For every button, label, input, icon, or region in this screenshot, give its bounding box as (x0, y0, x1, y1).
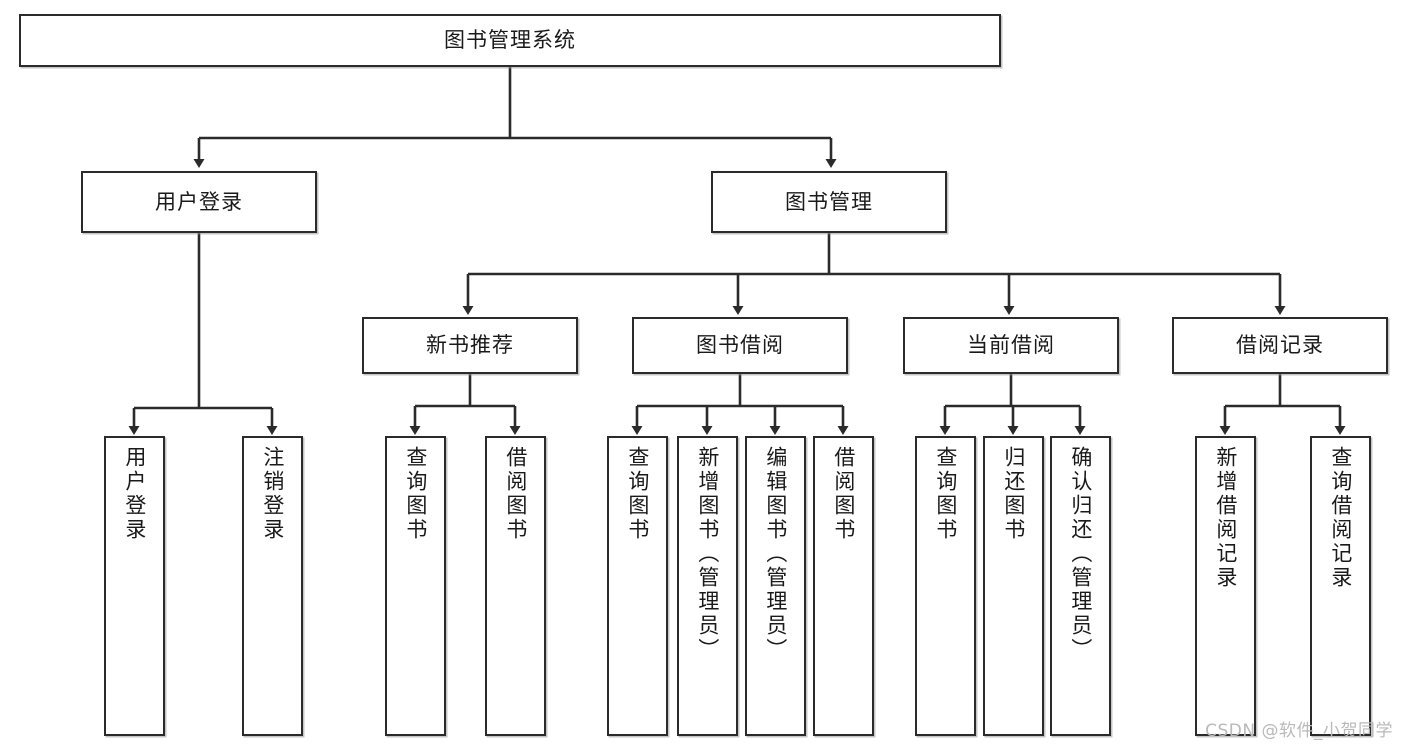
node-new-book-recommend-label: 新书推荐 (426, 333, 514, 358)
leaf-confirm-return-admin-label: 确认归还（管理员） (1068, 446, 1093, 662)
leaf-logout[interactable]: 注销登录 (242, 436, 303, 736)
node-book-borrow-label: 图书借阅 (696, 333, 784, 358)
leaf-query-book-recommend[interactable]: 查询图书 (385, 436, 446, 736)
node-borrow-records-label: 借阅记录 (1236, 333, 1324, 358)
leaf-query-borrow-record-label: 查询借阅记录 (1328, 446, 1353, 590)
csdn-watermark: CSDN @软件_小贺同学 (1205, 721, 1393, 741)
leaf-query-book-current[interactable]: 查询图书 (915, 436, 976, 736)
node-current-borrow[interactable]: 当前借阅 (903, 317, 1119, 374)
leaf-query-book-borrow-label: 查询图书 (625, 446, 650, 542)
leaf-add-borrow-record-label: 新增借阅记录 (1213, 446, 1238, 590)
leaf-borrow-book-recommend-label: 借阅图书 (503, 446, 528, 542)
node-user-login-label: 用户登录 (155, 189, 243, 214)
node-current-borrow-label: 当前借阅 (967, 333, 1055, 358)
leaf-add-borrow-record[interactable]: 新增借阅记录 (1195, 436, 1256, 736)
leaf-user-login-label: 用户登录 (122, 446, 147, 542)
leaf-query-book-recommend-label: 查询图书 (403, 446, 428, 542)
node-book-management[interactable]: 图书管理 (711, 171, 947, 233)
leaf-logout-label: 注销登录 (260, 446, 285, 542)
leaf-borrow-book-recommend[interactable]: 借阅图书 (485, 436, 546, 736)
leaf-edit-book-admin[interactable]: 编辑图书（管理员） (745, 436, 806, 736)
leaf-return-book[interactable]: 归还图书 (983, 436, 1044, 736)
node-root-label: 图书管理系统 (444, 28, 576, 53)
node-book-borrow[interactable]: 图书借阅 (632, 317, 848, 374)
node-root[interactable]: 图书管理系统 (19, 14, 1001, 67)
leaf-add-book-admin[interactable]: 新增图书（管理员） (677, 436, 738, 736)
leaf-confirm-return-admin[interactable]: 确认归还（管理员） (1050, 436, 1111, 736)
leaf-borrow-book[interactable]: 借阅图书 (813, 436, 874, 736)
leaf-user-login[interactable]: 用户登录 (104, 436, 165, 736)
leaf-edit-book-admin-label: 编辑图书（管理员） (763, 446, 788, 662)
leaf-query-book-current-label: 查询图书 (933, 446, 958, 542)
leaf-query-book-borrow[interactable]: 查询图书 (607, 436, 668, 736)
leaf-query-borrow-record[interactable]: 查询借阅记录 (1310, 436, 1371, 736)
leaf-return-book-label: 归还图书 (1001, 446, 1026, 542)
node-new-book-recommend[interactable]: 新书推荐 (362, 317, 578, 374)
node-borrow-records[interactable]: 借阅记录 (1172, 317, 1388, 374)
leaf-borrow-book-label: 借阅图书 (831, 446, 856, 542)
leaf-add-book-admin-label: 新增图书（管理员） (695, 446, 720, 662)
node-book-management-label: 图书管理 (785, 189, 873, 214)
node-user-login[interactable]: 用户登录 (81, 171, 317, 233)
